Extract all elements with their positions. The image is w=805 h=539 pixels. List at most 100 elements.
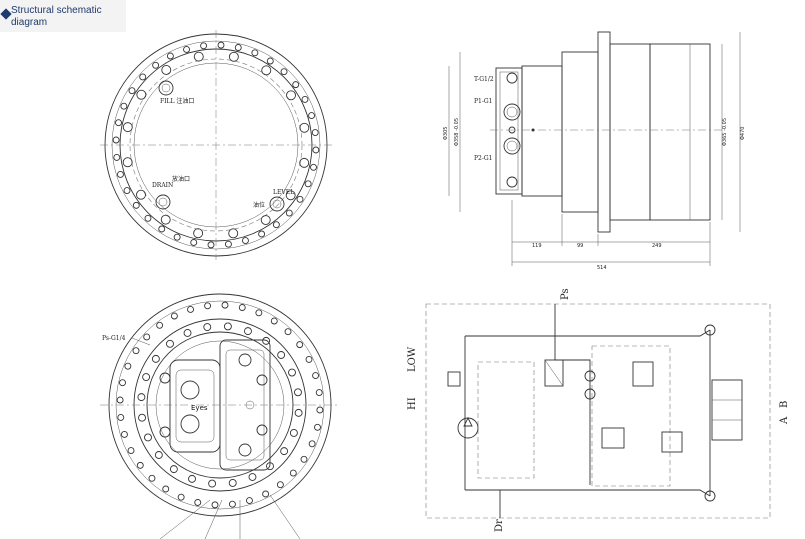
ps-port-label: Ps-G1/4: [102, 335, 126, 342]
bolt-hole-icon: [188, 474, 196, 483]
fill-label: FILL 注油口: [160, 97, 194, 105]
schematic-border: [425, 303, 771, 519]
header-panel: Structural schematic diagram: [0, 0, 126, 32]
ps-label: Ps: [560, 288, 571, 300]
port-p1-label: P1-G1: [474, 98, 493, 105]
dim-phi470: Φ470: [740, 127, 746, 140]
bolt-hole-icon: [154, 451, 163, 459]
bolt-hole-icon: [285, 190, 296, 201]
bolt-hole-icon: [132, 347, 140, 355]
bolt-hole-icon: [162, 485, 170, 493]
bolt-hole-icon: [194, 499, 202, 506]
bolt-hole-icon: [300, 455, 308, 463]
bolt-hole-icon: [294, 408, 303, 417]
bolt-hole-icon: [299, 157, 310, 168]
check-valve-1: [584, 370, 596, 382]
bolt-hole-icon: [301, 95, 309, 103]
bolt-hole-icon: [221, 301, 229, 309]
level-cn-label: 油位: [253, 201, 265, 209]
bolt-hole-icon: [294, 388, 302, 397]
bolt-hole-icon: [228, 500, 236, 508]
bolt-hole-icon: [139, 73, 147, 81]
bolt-hole-icon: [132, 201, 140, 209]
port-t-label: T-G1/2: [474, 76, 494, 83]
outer-bolt-holes: [112, 41, 320, 249]
bolt-hole-icon: [251, 49, 259, 57]
bolt-hole-icon: [208, 479, 217, 488]
rear-flange-view: Ps-G1/4 Eyes: [100, 293, 340, 539]
bolt-hole-icon: [246, 497, 253, 505]
bolt-hole-icon: [255, 309, 263, 317]
page-title: Structural schematic diagram: [11, 5, 102, 28]
dr-label: Dr: [494, 519, 505, 532]
bolt-hole-icon: [234, 44, 242, 51]
bolt-hole-icon: [276, 481, 284, 489]
bolt-hole-icon: [299, 122, 310, 133]
bolt-hole-icon: [151, 354, 160, 363]
bolt-hole-icon: [158, 225, 166, 233]
bolt-hole-icon: [137, 393, 146, 402]
eyes-label: Eyes: [191, 404, 208, 412]
bolt-hole-icon: [144, 433, 152, 442]
bolt-hole-icon: [166, 339, 174, 348]
bolt-hole-icon: [204, 302, 212, 310]
bolt-hole-icon: [292, 81, 300, 89]
bolt-hole-icon: [128, 87, 136, 95]
bolt-hole-icon: [177, 493, 185, 501]
bolt-hole-icon: [190, 239, 198, 246]
bolt-hole-icon: [124, 362, 132, 370]
rear-outer-bolt-holes: [116, 301, 324, 509]
p2-port-icon: [503, 137, 521, 155]
bolt-hole-icon: [183, 45, 190, 53]
bolt-hole-icon: [248, 473, 257, 481]
bolt-hole-icon: [136, 89, 147, 100]
port-b-icon: [704, 490, 716, 502]
bolt-hole-icon: [207, 241, 215, 249]
hi-label: HI: [407, 397, 418, 410]
bolt-hole-icon: [258, 230, 266, 238]
bolt-hole-icon: [310, 163, 317, 171]
bolt-hole-icon: [117, 413, 125, 421]
bolt-hole-icon: [122, 157, 133, 168]
bolt-hole-icon: [266, 57, 274, 65]
relief-valve-2: [632, 361, 654, 387]
bolt-hole-icon: [311, 129, 319, 137]
bolt-hole-icon: [193, 228, 204, 239]
bolt-hole-icon: [113, 153, 121, 161]
bolt-hole-icon: [244, 327, 252, 336]
bolt-hole-icon: [138, 413, 146, 422]
side-flange: [597, 31, 611, 233]
level-label: LEVEL: [273, 189, 294, 196]
bolt-hole-icon: [304, 180, 312, 188]
bolt-hole-icon: [242, 237, 249, 245]
bolt-hole-icon: [119, 379, 126, 387]
bolt-hole-icon: [115, 119, 122, 127]
bolt-hole-icon: [144, 214, 152, 222]
directional-valve: [711, 379, 743, 441]
bolt-hole-icon: [203, 323, 212, 331]
bolt-hole-icon: [277, 351, 286, 359]
bolt-hole-icon: [173, 233, 181, 241]
bolt-hole-icon: [211, 501, 219, 509]
a-label: A: [779, 416, 790, 425]
bolt-hole-icon: [170, 312, 178, 320]
bolt-hole-icon: [142, 373, 151, 381]
bolt-hole-icon: [260, 215, 271, 225]
bolt-hole-icon: [148, 474, 156, 482]
bolt-hole-icon: [238, 304, 246, 311]
bolt-hole-icon: [270, 317, 278, 325]
bolt-hole-icon: [116, 171, 124, 178]
bolt-hole-icon: [187, 305, 194, 313]
p1-port-icon: [503, 103, 521, 121]
bolt-hole-icon: [136, 189, 146, 200]
bolt-hole-icon: [136, 461, 144, 469]
bolt-hole-icon: [169, 465, 178, 474]
bolt-hole-icon: [262, 490, 270, 498]
bolt-hole-icon: [112, 136, 120, 144]
bolt-hole-icon: [166, 52, 174, 60]
dim-514: 514: [597, 265, 607, 271]
motor-symbol-icon: [457, 417, 479, 439]
bolt-hole-icon: [289, 429, 298, 437]
bolt-hole-icon: [228, 479, 237, 487]
bolt-hole-icon: [284, 328, 292, 336]
